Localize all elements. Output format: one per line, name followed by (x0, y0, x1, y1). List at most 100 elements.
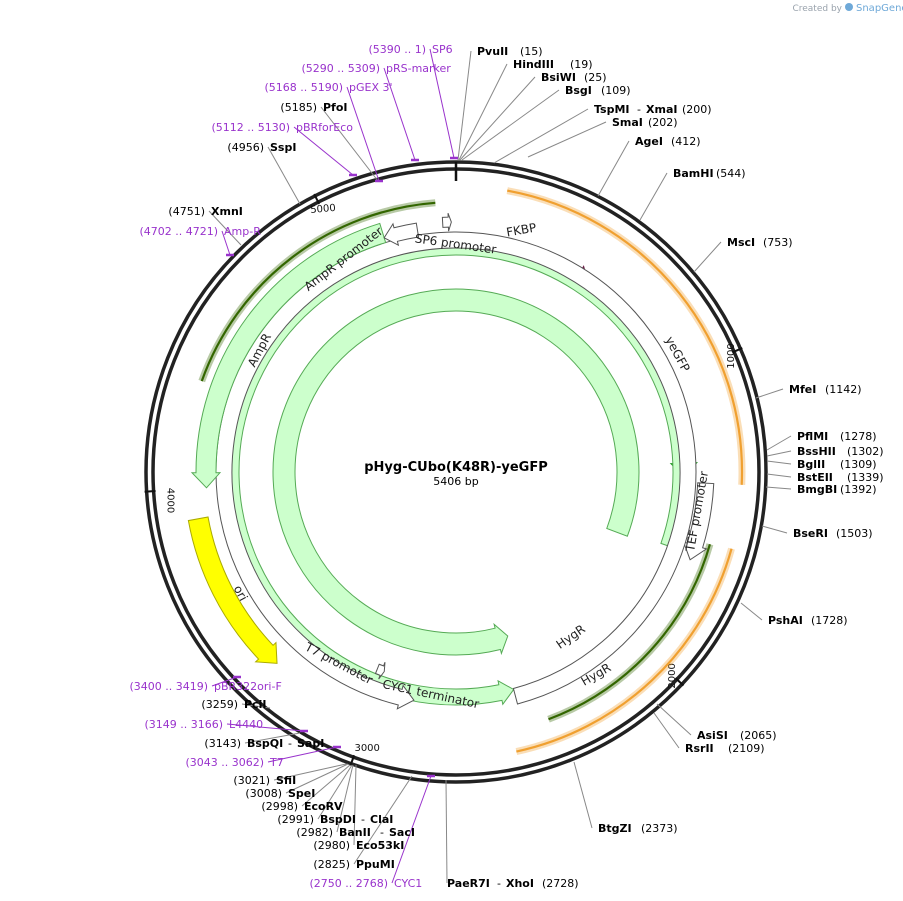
site-pfoi[interactable]: (5185)PfoI (280, 101, 347, 114)
site-pflmi[interactable]: PflMI(1278) (797, 430, 877, 443)
tick-label-4000: 4000 (165, 488, 176, 513)
site-agei[interactable]: AgeI(412) (635, 135, 701, 148)
site-name: RsrII (685, 742, 714, 755)
feature-hygr-3[interactable] (272, 288, 640, 656)
site-name: XmnI (211, 205, 243, 218)
feature-ampr-promoter-9[interactable] (383, 222, 420, 247)
plasmid-name: pHyg-CUbo(K48R)-yeGFP (364, 460, 548, 475)
site-position: (544) (716, 167, 746, 180)
site-name: SP6 (432, 43, 453, 56)
site-name: MscI (727, 236, 755, 249)
site-bglii[interactable]: BglII(1309) (797, 458, 877, 471)
site-name: BtgZI (598, 822, 632, 835)
site-bmgbi[interactable]: BmgBI(1392) (797, 483, 877, 496)
leader-bspqi (244, 732, 301, 744)
site-bsiwi[interactable]: BsiWI (25) (541, 71, 607, 84)
site-position: (15) (520, 45, 543, 58)
site-name: T7 (269, 756, 284, 769)
leader-pflmi (766, 435, 792, 451)
site-name: BsiWI (541, 71, 576, 84)
site-rsrii[interactable]: RsrII(2109) (685, 742, 765, 755)
leader-pbrforeco (293, 126, 354, 176)
site-pshai[interactable]: PshAI(1728) (768, 614, 848, 627)
feature-tef-promoter-2[interactable] (682, 482, 715, 561)
site-position: (3043 .. 3062) (185, 756, 264, 769)
site-msci[interactable]: MscI(753) (727, 236, 793, 249)
leader-bsshii (766, 450, 792, 457)
site-bseri[interactable]: BseRI(1503) (793, 527, 873, 540)
site-amp-r[interactable]: (4702 .. 4721)Amp-R (139, 225, 261, 238)
site-bsshii[interactable]: BssHII(1302) (797, 445, 884, 458)
site-name: BamHI (673, 167, 714, 180)
site-smai[interactable]: SmaI(202) (612, 116, 678, 129)
site-bsgi[interactable]: BsgI(109) (565, 84, 631, 97)
site-position: (2980) (313, 839, 350, 852)
feature-ampr-8[interactable] (190, 222, 387, 489)
site-sp6[interactable]: (5390 .. 1) SP6 (368, 43, 452, 56)
site-asisi[interactable]: AsiSI(2065) (697, 729, 777, 742)
site-sspi[interactable]: (4956)SspI (227, 141, 296, 154)
site-name-2: XmaI (646, 103, 677, 116)
tick-label-2000: 2000 (667, 663, 678, 688)
leader-xmni (208, 210, 242, 246)
snapgene-watermark: Created by SnapGene (792, 3, 903, 14)
site-position: (3008) (245, 787, 282, 800)
site-pgex-3[interactable]: (5168 .. 5190)pGEX 3' (264, 81, 392, 94)
site-bspqi[interactable]: (3143)BspQI-SapI (204, 737, 324, 750)
feature-sp6-promoter-10[interactable] (441, 212, 452, 232)
snapgene-logo-icon (845, 3, 853, 11)
site-hindiii[interactable]: HindIII (19) (513, 58, 593, 71)
site-l4440[interactable]: (3149 .. 3166)L4440 (144, 718, 263, 731)
site-cyc1[interactable]: (2750 .. 2768)CYC1 (309, 877, 422, 890)
site-xmni[interactable]: (4751)XmnI (168, 205, 242, 218)
site-pbr322ori-f[interactable]: (3400 .. 3419)pBR322ori-F (129, 680, 281, 693)
site-name: SpeI (288, 787, 315, 800)
feature-cyc1-terminator-5[interactable] (215, 231, 697, 710)
site-position: (2065) (740, 729, 777, 742)
site-position: (3021) (233, 774, 270, 787)
site-eco53ki[interactable]: (2980)Eco53kI (313, 839, 404, 852)
site-position: (109) (601, 84, 631, 97)
site-name: BanII (339, 826, 371, 839)
leader-spei (285, 763, 349, 794)
site-position: (2982) (296, 826, 333, 839)
site-pvuii[interactable]: PvuII(15) (477, 45, 543, 58)
feature-t7-promoter-6[interactable] (374, 661, 386, 680)
site-name: BspQI (247, 737, 283, 750)
site-bsteii[interactable]: BstEII(1339) (797, 471, 884, 484)
leader-banii (336, 764, 354, 833)
feature-ori-7[interactable] (187, 516, 278, 664)
leader-tspmi (493, 108, 589, 164)
site-ecorv[interactable]: (2998)EcoRV (261, 800, 343, 813)
site-position: (19) (570, 58, 593, 71)
site-pbrforeco[interactable]: (5112 .. 5130)pBRforEco (211, 121, 353, 134)
site-sfii[interactable]: (3021)SfiI (233, 774, 296, 787)
site-mfei[interactable]: MfeI(1142) (789, 383, 862, 396)
site-spei[interactable]: (3008) SpeI (245, 787, 315, 800)
site-banii[interactable]: (2982)BanII-SacI (296, 826, 415, 839)
leader-sp6 (429, 48, 455, 159)
site-name-2: XhoI (506, 877, 534, 890)
site-position: (1278) (840, 430, 877, 443)
site-tspmi[interactable]: TspMI-XmaI(200) (594, 103, 712, 116)
site-paer7i[interactable]: PaeR7I-XhoI(2728) (447, 877, 579, 890)
site-position: (25) (584, 71, 607, 84)
site-prs-marker[interactable]: (5290 .. 5309)pRS-marker (301, 62, 451, 75)
site-position: (2750 .. 2768) (309, 877, 388, 890)
site-name: HindIII (513, 58, 554, 71)
leader-bglii (766, 460, 792, 465)
site-pcii[interactable]: (3259)PciI (201, 698, 266, 711)
site-ppumi[interactable]: (2825)PpuMI (313, 858, 394, 871)
site-separator: - (361, 813, 365, 826)
site-name: BssHII (797, 445, 836, 458)
site-bamhi[interactable]: BamHI(544) (673, 167, 746, 180)
site-bspdi[interactable]: (2991)BspDI-ClaI (277, 813, 393, 826)
orf-fkbp-yegfp (507, 189, 744, 485)
site-name-2: ClaI (370, 813, 393, 826)
site-btgzi[interactable]: BtgZI(2373) (598, 822, 678, 835)
site-name: PshAI (768, 614, 803, 627)
feature-label-hygr-3: HygR (554, 622, 588, 652)
site-t7[interactable]: (3043 .. 3062) T7 (185, 756, 283, 769)
site-position: (5390 .. 1) (368, 43, 426, 56)
